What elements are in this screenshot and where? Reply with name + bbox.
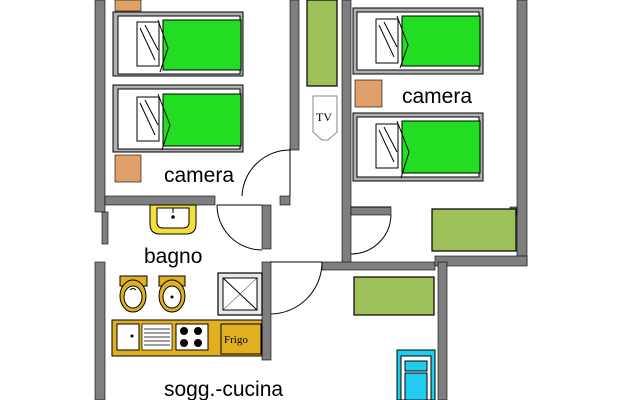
wardrobe-icon	[431, 208, 517, 252]
drainboard-icon	[141, 323, 173, 351]
door-swing-icon	[241, 148, 291, 197]
wall-center	[341, 0, 352, 269]
tv-label: TV	[316, 110, 332, 124]
bed-icon	[352, 7, 484, 75]
door-swing-icon	[270, 261, 323, 315]
wall-camera-left-right	[289, 0, 300, 151]
kitchen-sink-icon	[116, 323, 140, 351]
camera-left-label: camera	[164, 164, 234, 187]
wall-step-down	[434, 255, 528, 267]
bed-icon	[112, 11, 244, 77]
fridge-icon: Frigo	[220, 323, 262, 355]
camera-left: camera	[112, 0, 244, 187]
wall-camera-right-right	[516, 0, 528, 266]
wall-left-upper	[94, 0, 106, 213]
soggiorno-cucina-label: sogg.-cucina	[164, 378, 283, 400]
wall-left-lower	[94, 261, 106, 400]
sofa-icon	[396, 349, 436, 400]
wall-camera-left-bottom-b	[279, 195, 291, 206]
walls	[94, 0, 528, 400]
bed-icon	[112, 84, 244, 153]
corridor: TV	[306, 0, 338, 141]
sink-icon	[149, 204, 197, 235]
tv-icon: TV	[312, 95, 338, 141]
wall-kitchen-right	[437, 261, 448, 400]
camera-right: camera	[352, 7, 517, 252]
bagno: bagno	[119, 204, 263, 316]
bed-icon	[352, 112, 484, 182]
wardrobe-icon	[306, 0, 338, 87]
toilet-icon	[119, 275, 148, 313]
kitchen: Frigo sogg.-cucina	[111, 319, 283, 400]
nightstand-icon	[354, 79, 383, 108]
nightstand-icon	[114, 0, 142, 12]
door-swing-icon	[350, 206, 392, 255]
nightstand-icon	[114, 154, 142, 183]
frigo-label: Frigo	[224, 334, 248, 346]
wall-bath-kitchen	[261, 261, 272, 361]
wall-camera-right-bottom-a	[350, 206, 392, 216]
wall-mid-horizontal	[321, 261, 436, 271]
right-lower-room	[353, 276, 436, 400]
bidet-icon	[158, 275, 186, 313]
shower-icon	[217, 272, 263, 316]
bagno-label: bagno	[144, 245, 202, 268]
stove-icon	[175, 323, 209, 351]
camera-right-label: camera	[402, 85, 472, 108]
wall-camera-left-bottom-a	[104, 195, 216, 206]
wardrobe-icon	[353, 276, 435, 316]
wall-corridor-bath	[261, 204, 272, 250]
door-swing-icon	[216, 204, 263, 251]
door-swings	[216, 148, 392, 315]
wall-left-stub	[101, 211, 109, 245]
